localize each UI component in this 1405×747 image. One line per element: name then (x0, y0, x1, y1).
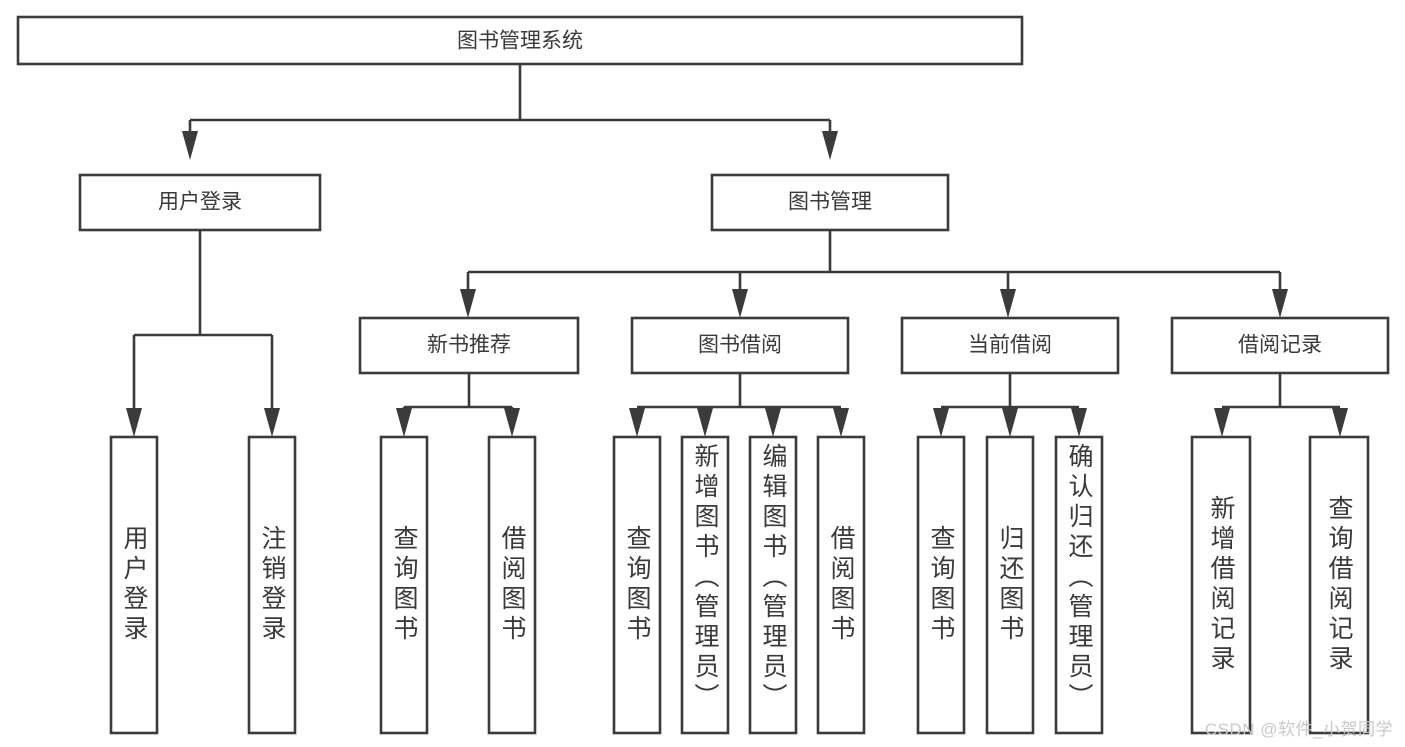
arrow-head-icon (1000, 289, 1016, 318)
leaf-box-query-book-1[interactable] (379, 435, 429, 735)
leaf-box-add-record[interactable] (1190, 435, 1252, 735)
node-borrow-record-box[interactable] (1170, 316, 1390, 375)
arrow-head-icon (833, 408, 849, 437)
leaf-box-query-book-2[interactable] (612, 435, 662, 735)
node-new-book-recommend-box[interactable] (358, 316, 580, 375)
arrow-head-icon (765, 408, 781, 437)
arrow-head-icon (396, 408, 412, 437)
node-book-management-label: 图书管理 (788, 191, 872, 214)
arrow-head-icon (1071, 408, 1087, 437)
leaf-box-logout[interactable] (247, 435, 297, 735)
arrow-head-icon (504, 408, 520, 437)
arrow-head-icon (697, 408, 713, 437)
leaf-box-query-book-3[interactable] (916, 435, 966, 735)
leaf-box-confirm-return[interactable] (1054, 435, 1104, 735)
node-root-box[interactable] (16, 15, 1024, 66)
node-book-borrow[interactable]: 图书借阅 (630, 316, 850, 375)
leaf-box-borrow-book-2[interactable] (816, 435, 866, 735)
node-borrow-record[interactable]: 借阅记录 (1170, 316, 1390, 375)
arrow-head-icon (264, 408, 280, 437)
node-book-management-box[interactable] (710, 173, 950, 232)
arrow-head-icon (126, 408, 142, 437)
node-user-login[interactable]: 用户登录 (78, 173, 322, 232)
arrow-head-icon (460, 289, 476, 318)
arrow-head-icon (822, 131, 838, 160)
arrow-head-icon (1002, 408, 1018, 437)
leaf-box-add-book[interactable] (680, 435, 730, 735)
leaf-box-user-login[interactable] (109, 435, 159, 735)
node-root-label: 图书管理系统 (457, 30, 583, 53)
arrow-head-icon (933, 408, 949, 437)
leaf-box-borrow-book-1[interactable] (487, 435, 537, 735)
node-book-borrow-label: 图书借阅 (698, 334, 782, 357)
csdn-watermark: CSDN @软件_小贺同学 (1204, 720, 1393, 739)
arrow-head-icon (629, 408, 645, 437)
node-root[interactable]: 图书管理系统 (16, 15, 1024, 66)
node-book-borrow-box[interactable] (630, 316, 850, 375)
leaf-box-return-book[interactable] (985, 435, 1035, 735)
node-borrow-record-label: 借阅记录 (1238, 334, 1322, 357)
arrow-head-icon (1272, 289, 1288, 318)
leaf-box-edit-book[interactable] (748, 435, 798, 735)
node-new-book-recommend[interactable]: 新书推荐 (358, 316, 580, 375)
arrow-head-icon (1214, 408, 1230, 437)
arrow-head-icon (732, 289, 748, 318)
node-new-book-recommend-label: 新书推荐 (427, 334, 511, 357)
node-current-borrow-label: 当前借阅 (968, 334, 1052, 357)
node-current-borrow[interactable]: 当前借阅 (900, 316, 1120, 375)
arrow-head-icon (182, 131, 198, 160)
arrow-head-icon (1332, 408, 1348, 437)
leaf-box-query-record[interactable] (1308, 435, 1370, 735)
node-book-management[interactable]: 图书管理 (710, 173, 950, 232)
node-current-borrow-box[interactable] (900, 316, 1120, 375)
node-user-login-label: 用户登录 (158, 191, 242, 214)
